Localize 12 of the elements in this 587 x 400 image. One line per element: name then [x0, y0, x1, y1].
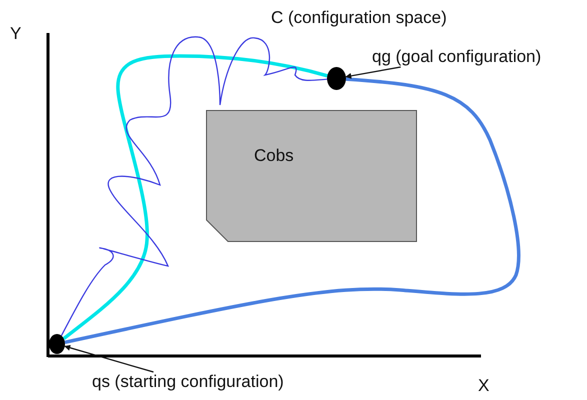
path-curve: [64, 77, 520, 344]
obstacle-region: [206, 110, 417, 242]
region-label: Cobs: [254, 146, 294, 166]
start-label: qs (starting configuration): [92, 372, 284, 392]
leader-line: [64, 344, 154, 373]
leader-line: [345, 66, 401, 79]
axis-label: Y: [10, 24, 22, 44]
start-point: [49, 334, 65, 354]
space-label: C (configuration space): [271, 8, 447, 28]
goal-label: qg (goal configuration): [372, 47, 542, 67]
goal-point: [327, 67, 346, 90]
axis-label: X: [478, 376, 490, 396]
